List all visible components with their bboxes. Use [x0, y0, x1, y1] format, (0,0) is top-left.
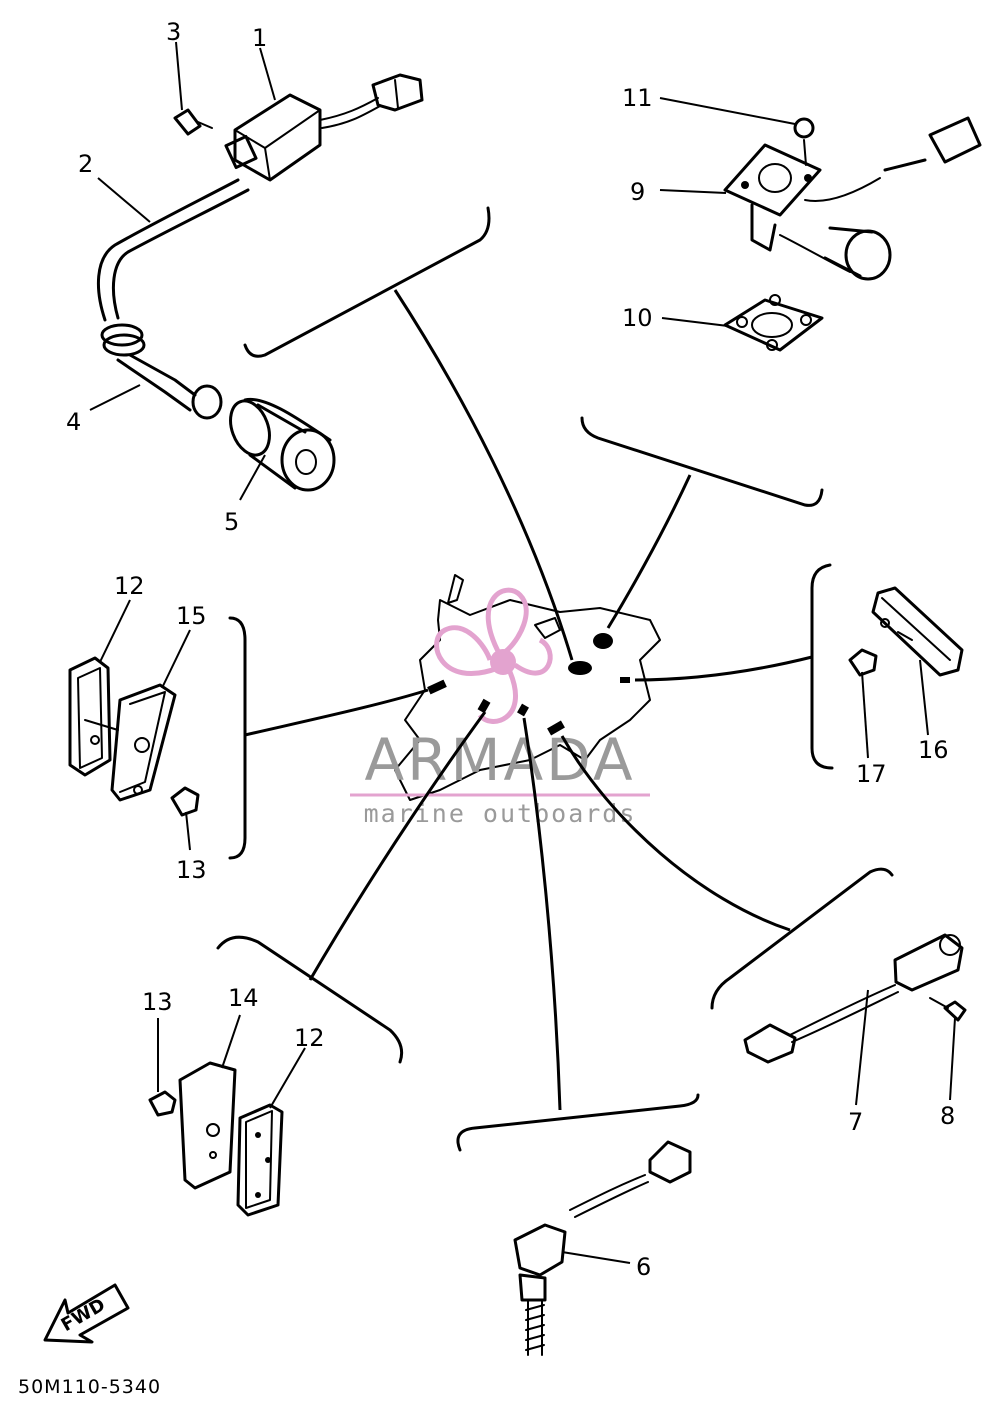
- callout-15: 15: [176, 602, 207, 630]
- callout-6: 6: [636, 1253, 651, 1281]
- callout-3: 3: [166, 18, 181, 46]
- propeller-icon: [434, 587, 553, 724]
- callout-8: 8: [940, 1102, 955, 1130]
- diagram-code: 50M110-5340: [18, 1376, 161, 1398]
- watermark-brand: ARMADA: [364, 726, 635, 794]
- watermark-tagline: marine outboards: [364, 799, 637, 828]
- part-anode-right: [848, 586, 964, 677]
- connector-lines: [244, 289, 813, 1111]
- fwd-arrow-icon: FWD: [43, 1283, 130, 1344]
- callout-4: 4: [66, 408, 81, 436]
- callout-12-left: 12: [114, 572, 145, 600]
- callout-16: 16: [918, 736, 949, 764]
- callout-12-bottom: 12: [294, 1024, 325, 1052]
- callout-11: 11: [622, 84, 653, 112]
- watermark-logo: ARMADA marine outboards: [350, 587, 650, 828]
- part-switch-right: [743, 933, 967, 1064]
- brackets: [216, 206, 894, 1152]
- part-sensor-bottom: [513, 1140, 692, 1356]
- part-relay-assembly: [96, 73, 424, 492]
- part-anode-left: [68, 656, 200, 817]
- callout-1: 1: [252, 24, 267, 52]
- callout-2: 2: [78, 150, 93, 178]
- callout-14: 14: [228, 984, 259, 1012]
- callout-17: 17: [856, 760, 887, 788]
- callout-numbers: 1 2 3 4 5 6 7 8 9 10 11 12 12 13 13 14 1…: [66, 18, 955, 1281]
- callout-13-bottom: 13: [142, 988, 173, 1016]
- leader-lines: [89, 41, 956, 1264]
- callout-13-left: 13: [176, 856, 207, 884]
- part-anode-bottom-left: [148, 1061, 284, 1217]
- part-thermo-switch: [723, 116, 982, 352]
- callout-10: 10: [622, 304, 653, 332]
- callout-7: 7: [848, 1108, 863, 1136]
- callout-9: 9: [630, 178, 645, 206]
- callout-5: 5: [224, 508, 239, 536]
